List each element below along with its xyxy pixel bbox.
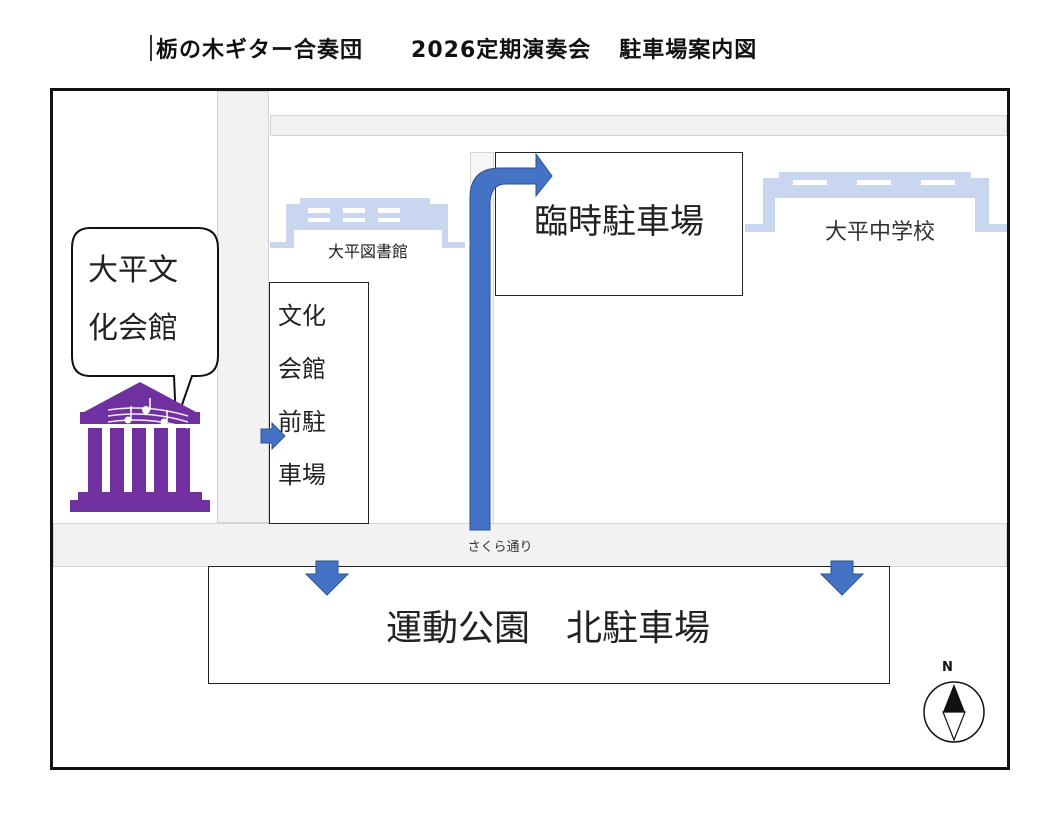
library-label: 大平図書館 xyxy=(327,242,408,261)
hall-front-line-2: 会館 xyxy=(278,355,326,383)
school-label: 大平中学校 xyxy=(824,220,935,245)
right-arrow-icon xyxy=(260,422,286,450)
title-event: 2026定期演奏会 xyxy=(411,38,592,63)
hall-speech-bubble xyxy=(71,227,219,423)
north-road xyxy=(270,115,1007,136)
hall-front-parking-label: 文化 会館 前駐 車場 xyxy=(278,290,326,502)
hall-name-line-1: 大平文 xyxy=(88,253,178,288)
hall-name-line-2: 化会館 xyxy=(88,311,178,346)
map-title: 栃の木ギター合奏団 2026定期演奏会 駐車場案内図 xyxy=(150,28,970,68)
temporary-parking-label: 臨時駐車場 xyxy=(534,201,704,242)
down-arrow-icon xyxy=(820,560,864,596)
hall-front-line-1: 文化 xyxy=(278,302,326,330)
hall-name: 大平文 化会館 xyxy=(88,242,178,358)
sakura-street xyxy=(53,523,1007,567)
down-arrow-icon xyxy=(305,560,349,596)
compass-north-label: N xyxy=(942,660,953,675)
hall-front-parking xyxy=(269,282,369,524)
title-subject: 駐車場案内図 xyxy=(619,38,758,63)
library-building xyxy=(270,198,465,248)
compass-icon xyxy=(923,681,985,743)
road-label: さくら通り xyxy=(467,540,533,555)
hall-front-line-3: 前駐 xyxy=(278,408,326,436)
school-building xyxy=(745,172,1007,232)
park-north-parking-label: 運動公園 北駐車場 xyxy=(385,608,710,649)
title-organizer: 栃の木ギター合奏団 xyxy=(156,38,364,63)
concert-hall-icon xyxy=(70,382,210,512)
hall-front-line-4: 車場 xyxy=(278,461,326,489)
text-cursor xyxy=(150,35,152,61)
map-frame xyxy=(50,88,1010,770)
route-arrow-icon xyxy=(469,152,553,531)
